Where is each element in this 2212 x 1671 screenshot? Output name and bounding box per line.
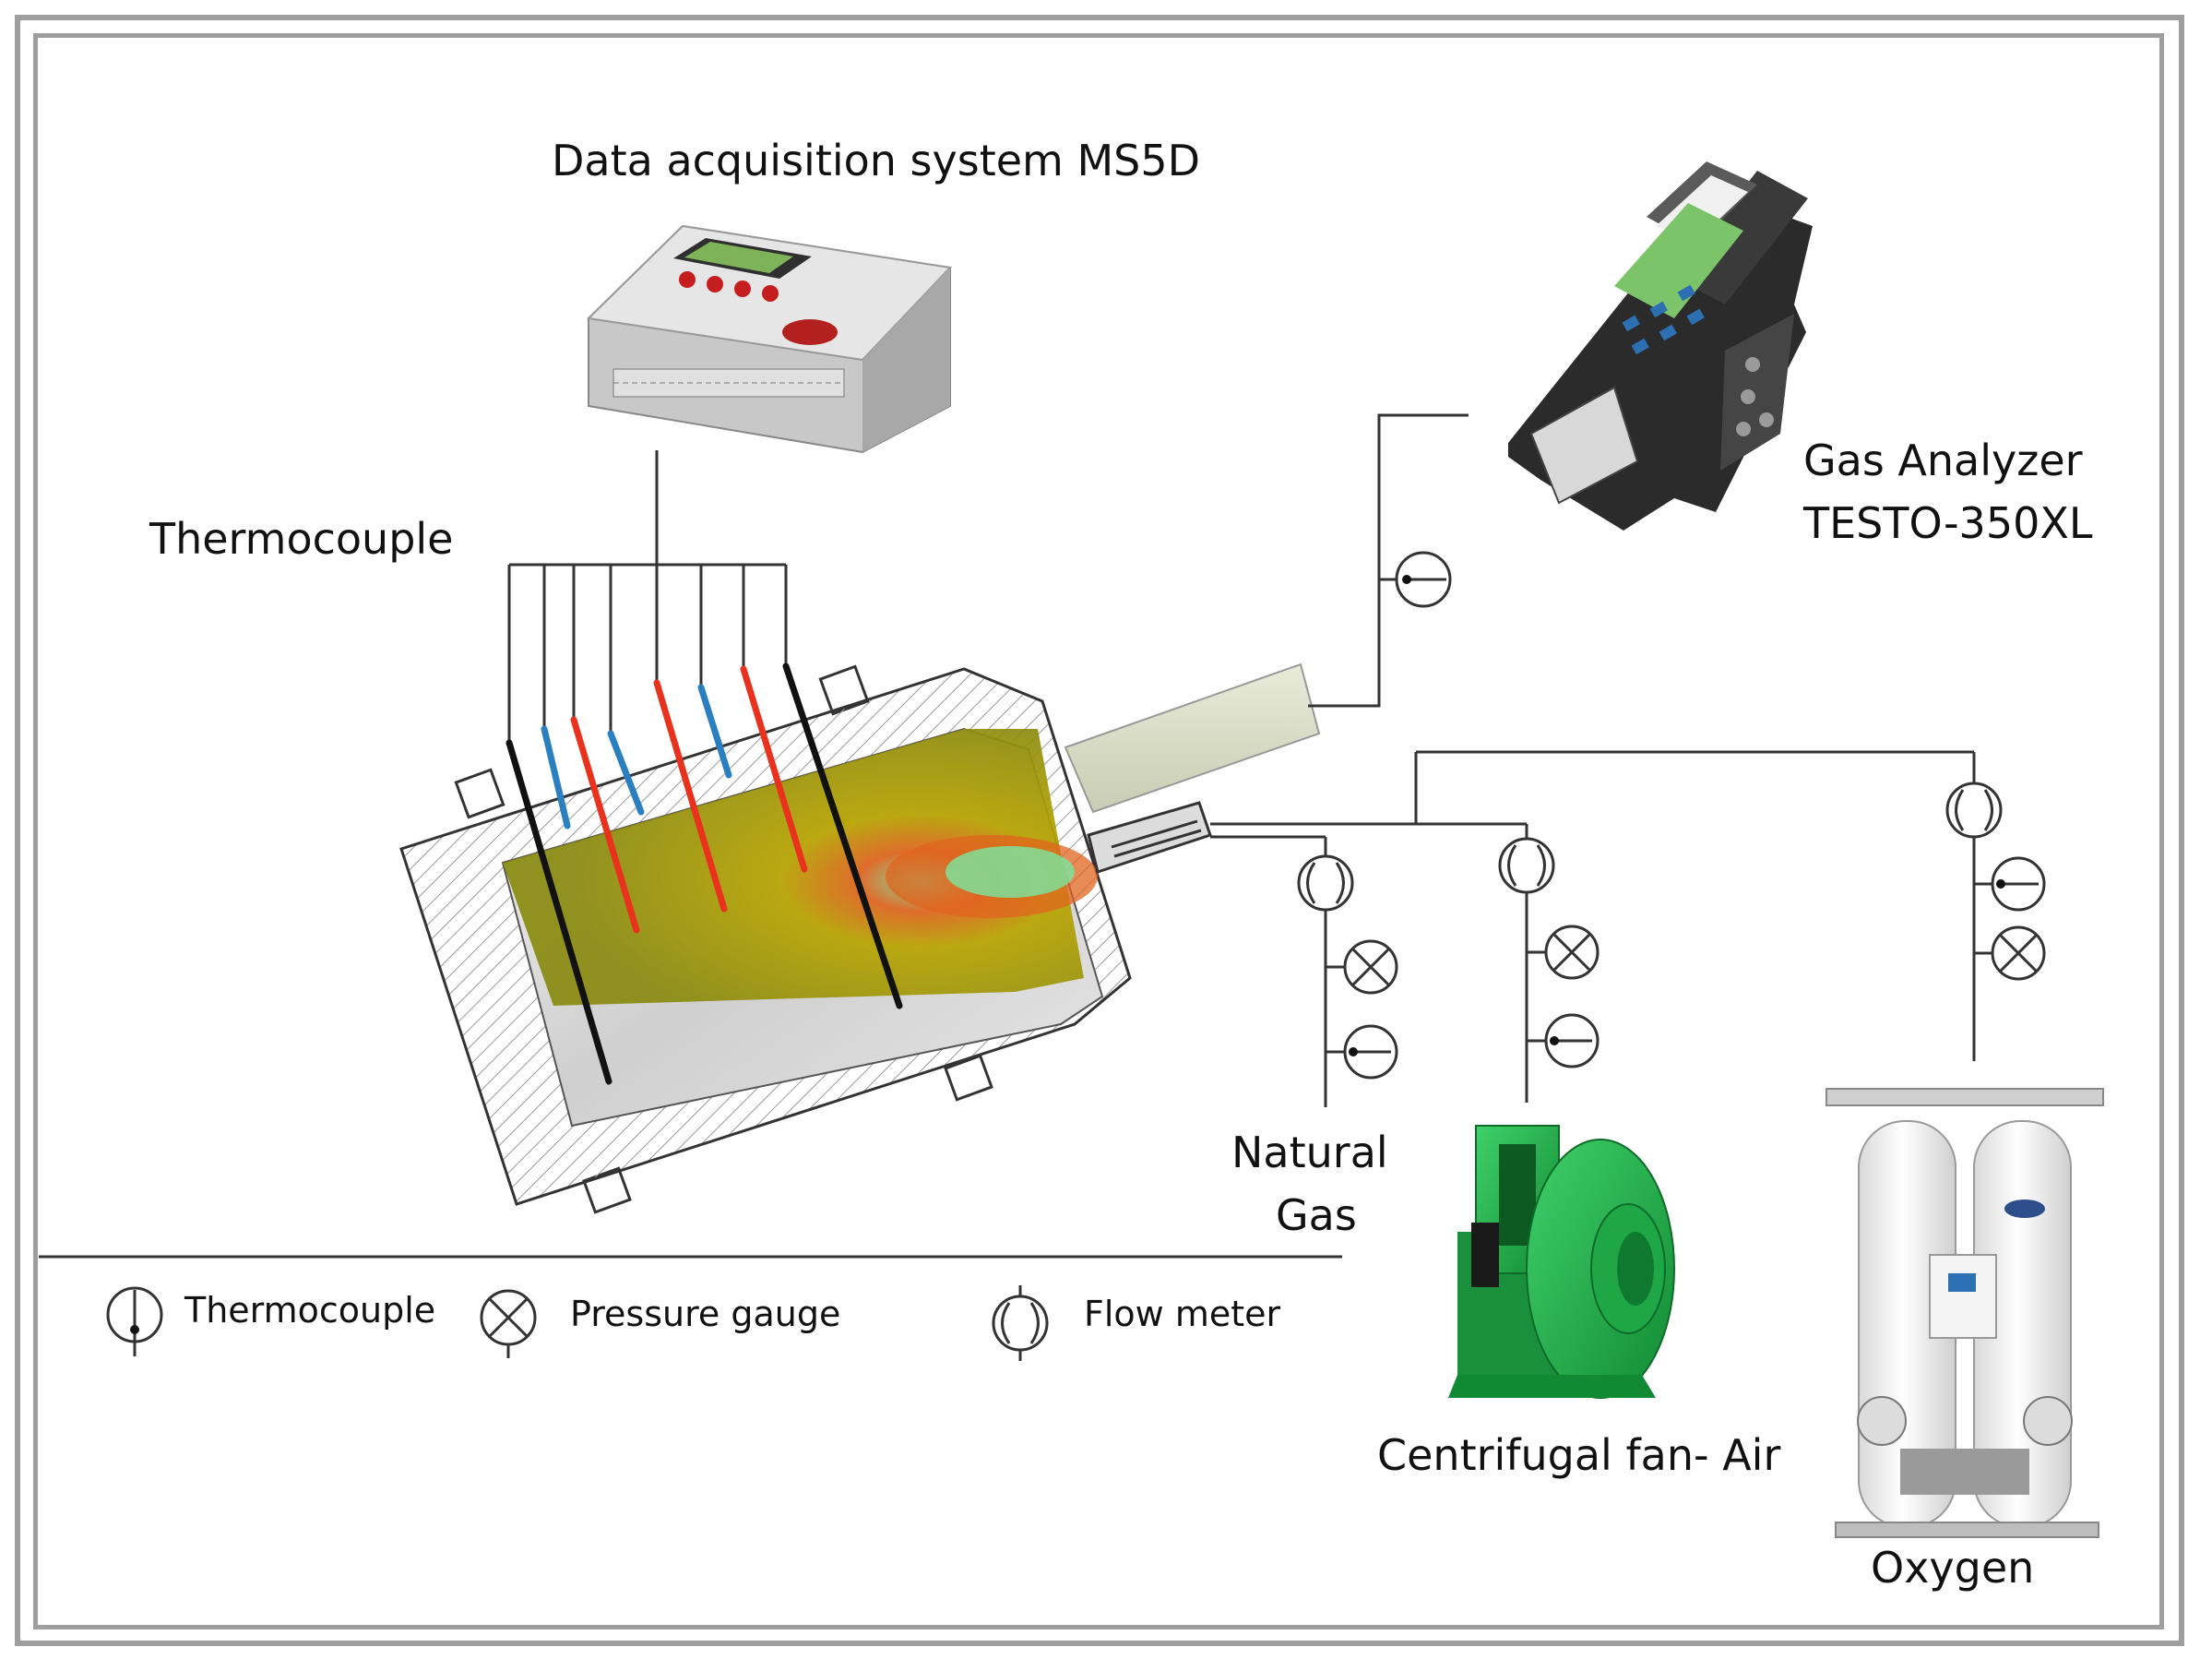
daq-device-icon xyxy=(586,224,953,454)
exhaust-sample-line xyxy=(1308,413,1469,708)
oxygen-flow-meter-icon xyxy=(1945,782,2003,839)
natural-gas-flow-meter-icon xyxy=(1297,854,1354,912)
combustion-chamber xyxy=(399,662,1321,1214)
air-flow-meter-icon xyxy=(1498,837,1555,894)
oxygen-label: Oxygen xyxy=(1871,1543,2034,1593)
thermocouple-wiring xyxy=(507,450,788,743)
thermocouple-probes xyxy=(505,662,903,1085)
supply-piping xyxy=(1210,750,1976,1107)
natural-gas-label-line2: Gas xyxy=(1276,1190,1357,1240)
oxygen-generator-icon xyxy=(1825,1088,2104,1538)
exhaust-thermocouple-icon xyxy=(1379,551,1452,608)
legend: Thermocouple Pressure gauge Flow meter xyxy=(106,1285,1280,1361)
natural-gas-label-line1: Natural xyxy=(1231,1128,1388,1177)
air-thermocouple-icon xyxy=(1527,1013,1600,1068)
legend-pressure-gauge-label: Pressure gauge xyxy=(570,1294,840,1334)
oxygen-pressure-gauge-icon xyxy=(1974,925,2046,981)
gas-analyzer-icon xyxy=(1508,161,1813,531)
centrifugal-fan-icon xyxy=(1448,1125,1675,1399)
thermocouple-symbol-icon xyxy=(106,1286,163,1356)
natural-gas-thermocouple-icon xyxy=(1326,1024,1398,1080)
gas-analyzer-label-line1: Gas Analyzer xyxy=(1803,436,2083,485)
outer-frame xyxy=(15,15,2184,1646)
pressure-gauge-icon xyxy=(480,1289,537,1358)
fan-label: Centrifugal fan- Air xyxy=(1377,1430,1780,1480)
natural-gas-pressure-gauge-icon xyxy=(1326,939,1398,995)
inner-frame xyxy=(33,33,2164,1629)
flow-meter-icon xyxy=(992,1285,1049,1361)
gas-analyzer-label-line2: TESTO-350XL xyxy=(1802,498,2093,548)
legend-flow-meter-label: Flow meter xyxy=(1084,1294,1280,1334)
air-pressure-gauge-icon xyxy=(1527,925,1600,980)
daq-label: Data acquisition system MS5D xyxy=(552,136,1200,185)
thermocouple-label: Thermocouple xyxy=(149,514,453,564)
legend-thermocouple-label: Thermocouple xyxy=(184,1290,435,1331)
oxygen-thermocouple-icon xyxy=(1974,856,2046,912)
